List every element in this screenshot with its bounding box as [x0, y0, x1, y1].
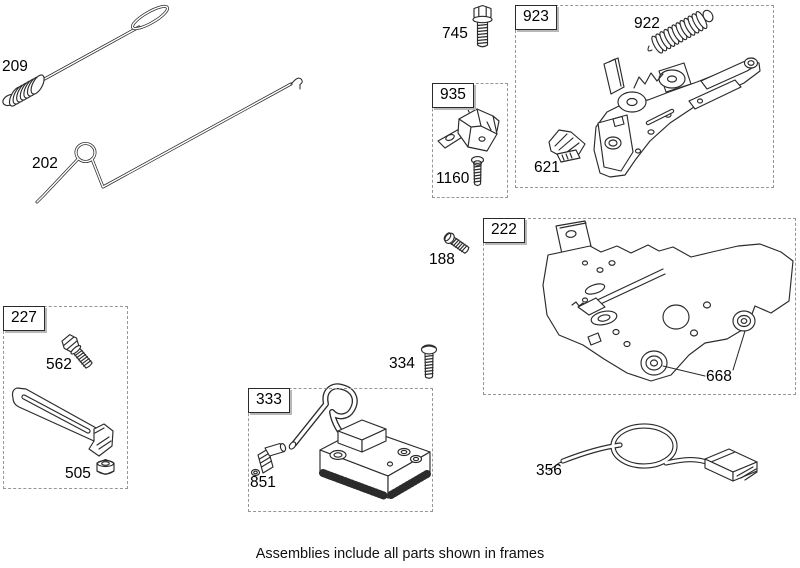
frame-923: 923 [515, 5, 774, 188]
part-label-334: 334 [389, 355, 415, 372]
frame-number: 935 [440, 86, 466, 103]
nut-505-drawing [96, 458, 115, 476]
part-label-1160: 1160 [436, 170, 470, 187]
frame-label-935: 935 [432, 83, 474, 108]
clip-621-drawing [548, 129, 586, 163]
part-label-356: 356 [536, 462, 562, 479]
frame-333: 333 [248, 388, 433, 512]
frame-number: 222 [491, 221, 517, 238]
bolt-562-drawing [61, 334, 93, 369]
part-label-851: 851 [250, 474, 276, 491]
frame-number: 923 [523, 8, 549, 25]
frame-227: 227 [3, 306, 128, 489]
frame-number: 227 [11, 309, 37, 326]
lever-bracket-935-drawing [437, 90, 500, 152]
governor-spring-209-drawing [2, 4, 170, 107]
part-label-209: 209 [2, 58, 28, 75]
control-bracket-923-drawing [593, 57, 761, 178]
part-label-922: 922 [634, 15, 660, 32]
frame-number: 333 [256, 391, 282, 408]
control-bracket-222-drawing [542, 220, 794, 382]
hex-bolt-745-drawing [472, 4, 493, 48]
spark-plug-boot-851-drawing [250, 442, 287, 477]
screw-334-drawing [420, 344, 438, 379]
frame-935: 935 [432, 83, 508, 198]
governor-spring-922-drawing [647, 9, 714, 54]
governor-lever-drawing [11, 387, 114, 457]
part-label-202: 202 [32, 155, 58, 172]
part-label-668: 668 [706, 368, 732, 385]
frame-label-923: 923 [515, 5, 557, 30]
part-label-188: 188 [429, 251, 455, 268]
governor-link-rod-202-drawing [35, 77, 303, 204]
screw-1160-drawing [470, 156, 485, 187]
part-label-562: 562 [46, 356, 72, 373]
part-label-621: 621 [534, 159, 560, 176]
frame-label-333: 333 [248, 388, 290, 413]
stop-switch-cable-drawing [548, 423, 758, 482]
diagram-caption: Assemblies include all parts shown in fr… [255, 546, 545, 562]
frame-label-222: 222 [483, 218, 525, 243]
ignition-armature-drawing [288, 383, 431, 500]
screw-188-drawing [443, 232, 470, 254]
part-label-745: 745 [442, 25, 468, 42]
part-label-505: 505 [65, 465, 91, 482]
frame-label-227: 227 [3, 306, 45, 331]
frame-222: 222 [483, 218, 796, 395]
